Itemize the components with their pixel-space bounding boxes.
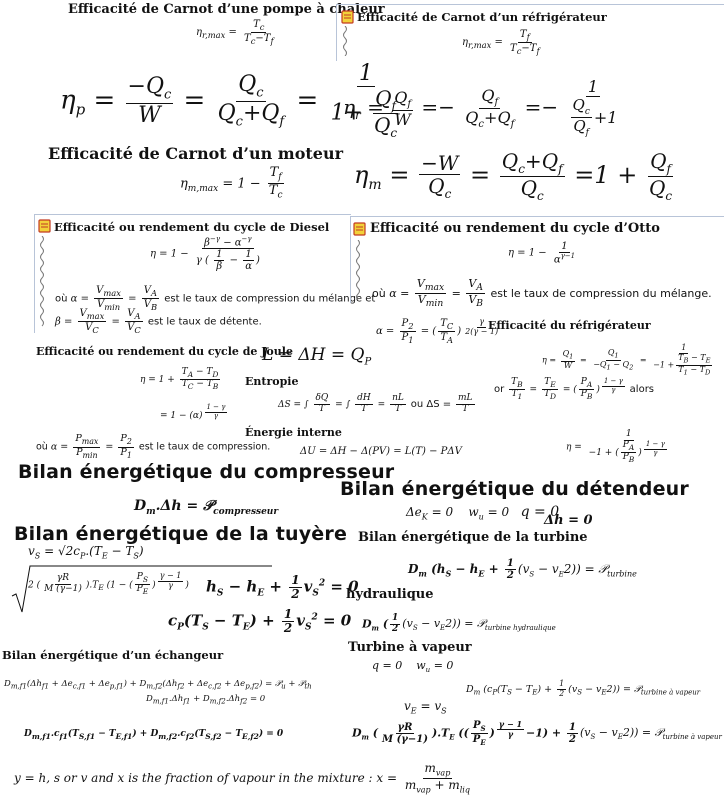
diesel-note-box bbox=[34, 214, 351, 333]
hydraulic-title: hydraulique bbox=[346, 587, 434, 602]
vapour-fraction-footer: y = h, s or v and x is the fraction of v… bbox=[14, 761, 470, 795]
expander-conditions: ΔeK = 0 wu = 0 q = 0 bbox=[406, 504, 560, 522]
nozzle-title: Bilan énergétique de la tuyère bbox=[14, 523, 348, 545]
internal-energy-equation: ΔU = ΔH − Δ(PV) = L(T) − PΔV bbox=[300, 446, 462, 457]
carnot-engine-title: Efficacité de Carnot d’un moteur bbox=[48, 144, 344, 163]
expander-title: Bilan énergétique du détendeur bbox=[340, 478, 689, 500]
exchanger-title: Bilan énergétique d’un échangeur bbox=[2, 648, 224, 662]
carnot-fridge-small-equation: ηr,max = Tf Tc−Tf bbox=[462, 29, 540, 57]
carnot-engine-small-equation: ηm,max = 1 − Tf Tc bbox=[180, 165, 284, 202]
note-icon bbox=[353, 222, 366, 236]
steam-turbine-conditions: q = 0 wu = 0 bbox=[372, 659, 454, 675]
diesel-title: Efficacité ou rendement du cycle de Dies… bbox=[54, 220, 330, 234]
carnot-pump-small-fraction: Tc Tc−Tf bbox=[244, 19, 274, 47]
turbine-title: Bilan énergétique de la turbine bbox=[358, 530, 588, 545]
otto-title: Efficacité ou rendement du cycle d’Otto bbox=[370, 221, 660, 236]
note-icon bbox=[341, 10, 354, 24]
compressor-equation: Dm.Δh = 𝒫compresseur bbox=[134, 498, 279, 517]
exchanger-equation-line1: Dm,f1(Δhf1 + Δec,f1 + Δep,f1) + Dm,f2(Δh… bbox=[4, 679, 312, 691]
nozzle-velocity-equation: vS = √2cP.(TE − TS) bbox=[28, 544, 144, 561]
enthalpy-equation: L = ΔH = QP bbox=[262, 345, 372, 368]
steam-turbine-title: Turbine à vapeur bbox=[348, 640, 472, 655]
note-icon bbox=[38, 219, 51, 233]
squiggle-decoration bbox=[343, 26, 347, 56]
carnot-pump-small-equation: ηr,max = Tc Tc−Tf bbox=[196, 19, 274, 47]
sqrt-sign bbox=[11, 565, 272, 613]
squiggle-decoration bbox=[40, 236, 44, 327]
carnot-engine-big-equation: ηm = −W Qc = Qc+Qf Qc =1 + Qf Qc bbox=[354, 149, 673, 204]
carnot-pump-title: Efficacité de Carnot d’une pompe à chale… bbox=[68, 2, 385, 17]
otto-note-box bbox=[350, 216, 724, 303]
carnot-fridge-note-box bbox=[336, 4, 724, 61]
exchanger-equation-line3: Dm,f1.cf1(TS,f1 − TE,f1) + Dm,f2.cf2(TS,… bbox=[24, 729, 284, 741]
entropy-title: Entropie bbox=[245, 375, 299, 388]
joule-title: Efficacité ou rendement du cycle de Joul… bbox=[36, 345, 293, 358]
fridge-efficiency-title: Efficacité du réfrigérateur bbox=[488, 319, 651, 332]
steam-velocity-equality: vE = vS bbox=[404, 699, 447, 716]
expander-enthalpy: Δh = 0 bbox=[544, 513, 593, 528]
internal-energy-title: Énergie interne bbox=[245, 426, 342, 439]
carnot-pump-big-equation: ηp = −Qc W = Qc Qc+Qf = 1 1+ Qf Qc bbox=[60, 61, 398, 141]
squiggle-decoration bbox=[356, 240, 360, 300]
carnot-fridge-big-equation: ηr = Qf W =− Qf Qc+Qf =− 1 Qc Qf +1 bbox=[343, 77, 618, 139]
compressor-title: Bilan énergétique du compresseur bbox=[18, 461, 395, 483]
carnot-fridge-title: Efficacité de Carnot d’un réfrigérateur bbox=[357, 10, 607, 24]
exchanger-equation-line2: Dm,f1.Δhf1 + Dm,f2.Δhf2 = 0 bbox=[146, 694, 266, 706]
